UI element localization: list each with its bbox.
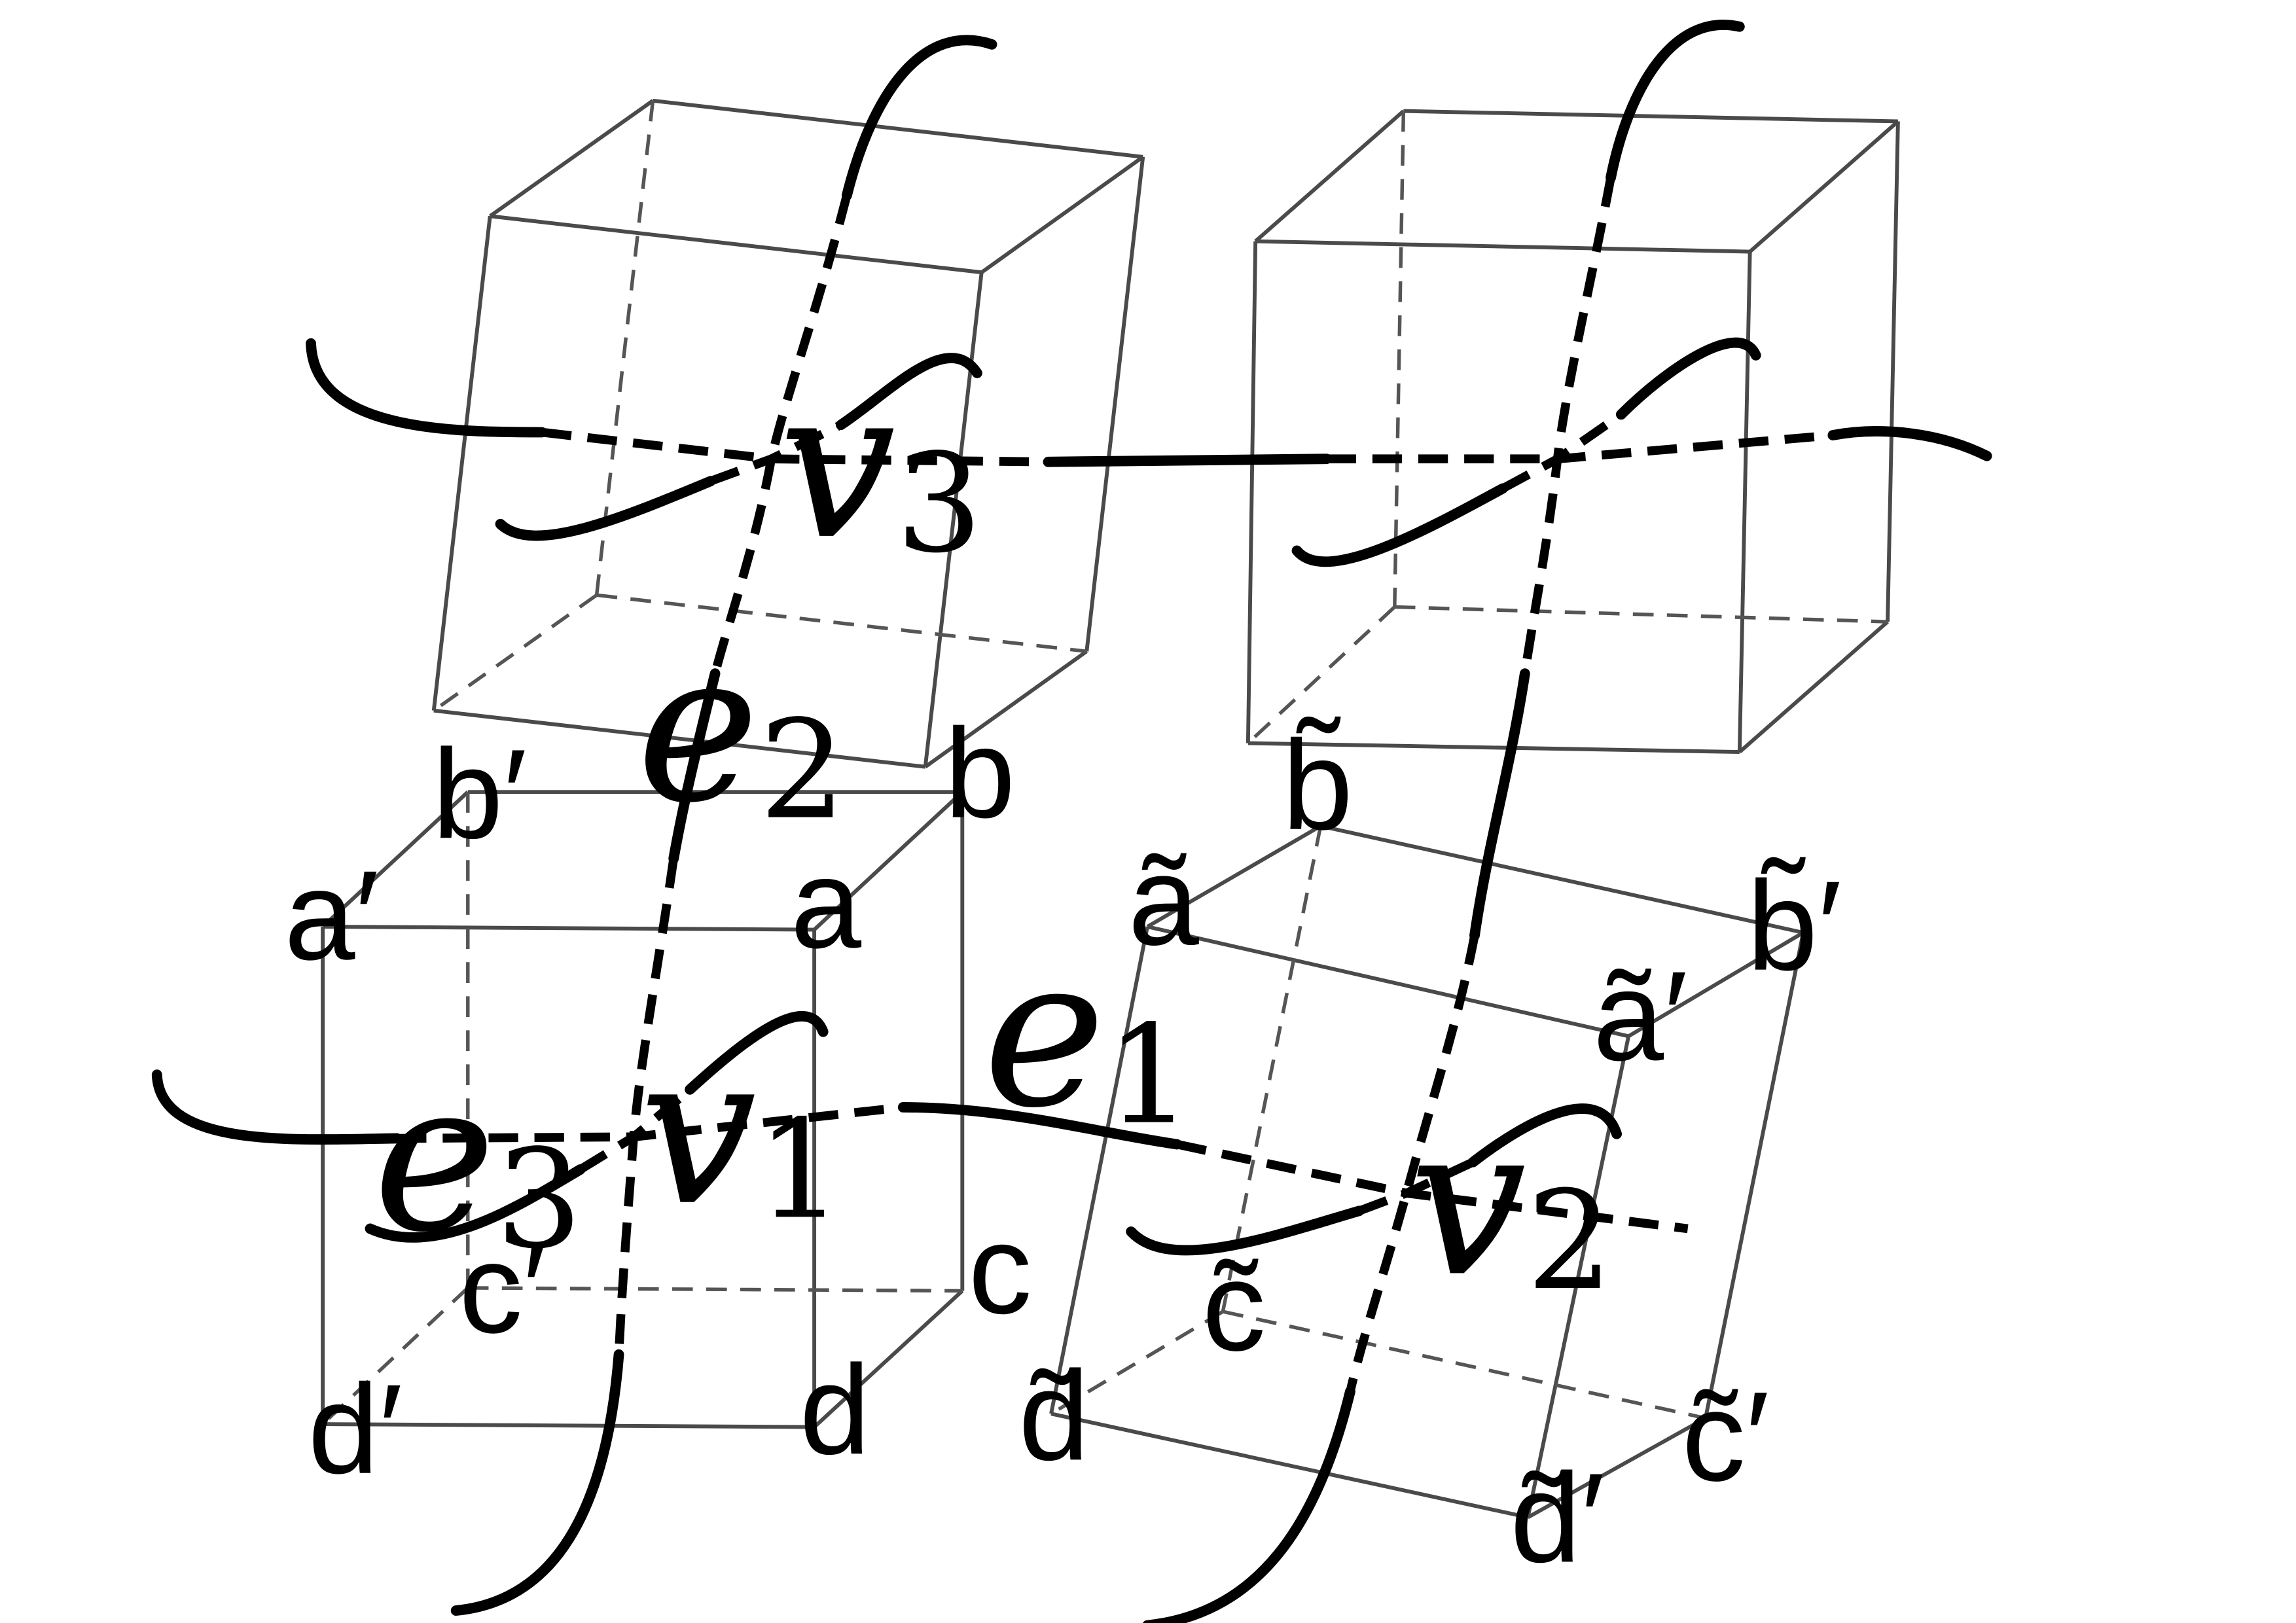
label-c-tilde: c̃ — [1202, 1236, 1266, 1378]
curves-v3 — [306, 35, 1332, 864]
label-e2: e2 — [637, 607, 846, 849]
label-a-tilde-prime: ã′ — [1593, 946, 1688, 1088]
label-c-tilde-prime: c̃′ — [1682, 1366, 1770, 1508]
label-e3: e3 — [373, 1036, 583, 1279]
label-b-tilde: b̃ — [1282, 715, 1353, 857]
cube-top-left — [431, 98, 1145, 769]
label-d: d — [799, 1339, 870, 1481]
label-v1: v1 — [639, 1010, 843, 1251]
cube-bottom-left — [321, 790, 965, 1429]
label-b-tilde-prime: b̃′ — [1747, 855, 1842, 997]
label-d-tilde-prime: d̃′ — [1510, 1447, 1605, 1589]
label-b-prime: b′ — [433, 723, 528, 865]
label-v3: v3 — [779, 344, 982, 585]
curves-v1 — [151, 858, 1183, 1616]
label-c-prime: c′ — [459, 1218, 547, 1360]
cube-bottom-right — [1049, 824, 1805, 1520]
cube-top-right — [1246, 109, 1900, 755]
curves-top-right — [1291, 20, 1992, 941]
label-b: b — [944, 703, 1015, 845]
label-a-prime: a′ — [284, 845, 379, 987]
label-d-tilde: d̃ — [1018, 1345, 1089, 1487]
label-a: a — [791, 833, 862, 975]
label-e1: e1 — [983, 912, 1193, 1154]
label-v2: v2 — [1409, 1080, 1613, 1322]
label-c: c — [968, 1198, 1031, 1340]
curves-v2 — [1126, 935, 1689, 1623]
label-d-prime: d′ — [308, 1359, 403, 1501]
label-a-tilde: ã — [1128, 830, 1200, 972]
